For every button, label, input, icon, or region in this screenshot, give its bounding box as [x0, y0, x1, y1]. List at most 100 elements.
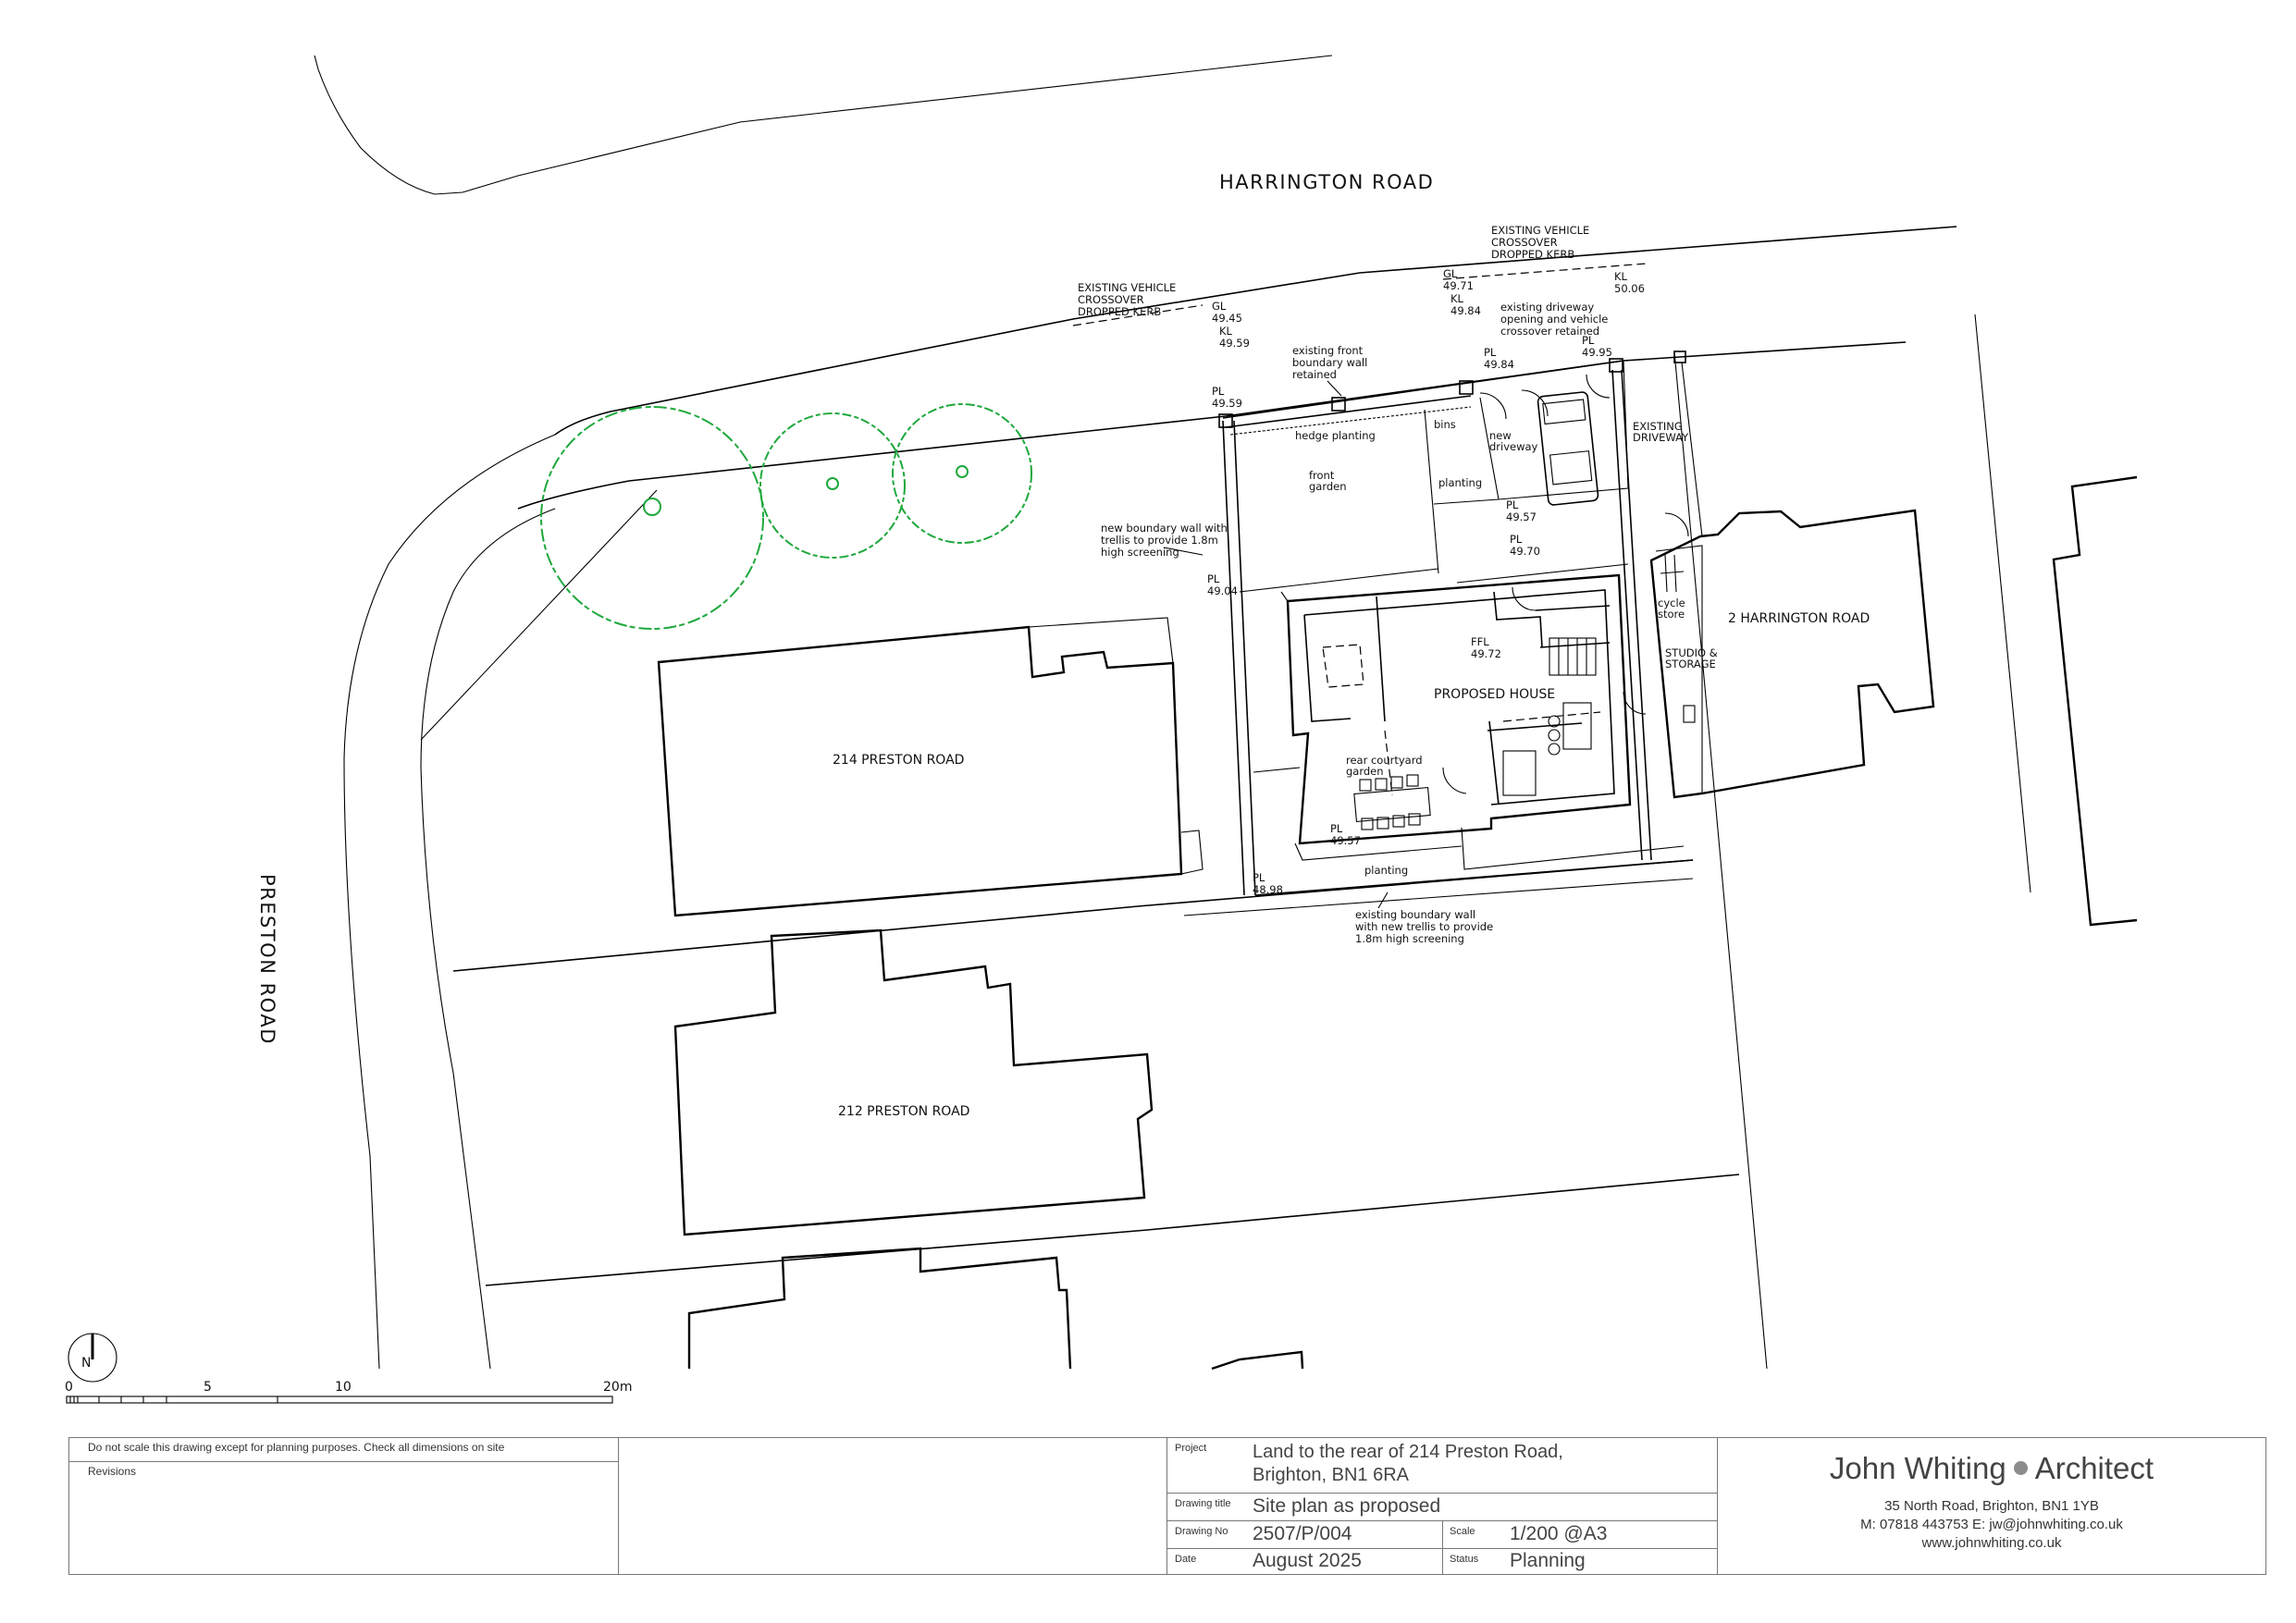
- note-existing-driveway: EXISTING DRIVEWAY: [1633, 420, 1689, 444]
- svg-text:EXISTING: EXISTING: [1633, 420, 1683, 433]
- svg-text:GL: GL: [1212, 300, 1227, 313]
- svg-text:PL: PL: [1484, 346, 1497, 359]
- project-value: Land to the rear of 214 Preston Road, Br…: [1253, 1441, 1563, 1487]
- building-212-preston: [673, 928, 1154, 1236]
- drawing-no-row: Drawing No 2507/P/004 Scale 1/200 @A3: [1167, 1521, 1717, 1549]
- label-212-preston: 212 PRESTON ROAD: [838, 1104, 969, 1119]
- status-label: Status: [1450, 1554, 1479, 1565]
- door-arc-7: [1442, 767, 1467, 794]
- scale-label: Scale: [1450, 1526, 1475, 1537]
- svg-text:1.8m high screening: 1.8m high screening: [1355, 932, 1464, 945]
- preston-road-kerb-west: [343, 434, 556, 1370]
- level-kl-49-59: KL 49.59: [1219, 325, 1250, 350]
- svg-text:GL: GL: [1443, 267, 1458, 280]
- svg-text:49.04: 49.04: [1207, 584, 1238, 597]
- hedge-planting-line: [1229, 406, 1472, 436]
- north-arrow-icon: N: [68, 1333, 117, 1383]
- road-label-preston: PRESTON ROAD: [256, 874, 278, 1045]
- existing-driveway-wall: [1611, 369, 1652, 861]
- svg-text:CROSSOVER: CROSSOVER: [1078, 293, 1144, 306]
- boundary-rear-2: [1183, 878, 1694, 916]
- date-value: August 2025: [1253, 1550, 1362, 1571]
- project-line-2: Brighton, BN1 6RA: [1253, 1465, 1409, 1485]
- note-existing-boundary: existing boundary wall with new trellis …: [1355, 891, 1493, 945]
- building-lower: [687, 1247, 1072, 1370]
- svg-text:DROPPED KERB: DROPPED KERB: [1491, 248, 1574, 261]
- svg-text:boundary wall: boundary wall: [1292, 356, 1367, 369]
- preston-road-kerb-east: [420, 508, 556, 1370]
- svg-text:49.59: 49.59: [1219, 337, 1250, 350]
- svg-text:DROPPED KERB: DROPPED KERB: [1078, 305, 1161, 318]
- building-214-step: [1180, 830, 1204, 875]
- title-block-blank: [618, 1437, 1167, 1575]
- note-crossover-right: EXISTING VEHICLE CROSSOVER DROPPED KERB: [1491, 224, 1589, 261]
- firm-website: www.johnwhiting.co.uk: [1921, 1535, 2062, 1551]
- note-new-driveway: new driveway: [1489, 429, 1538, 453]
- svg-text:driveway: driveway: [1489, 440, 1538, 453]
- label-2-harrington: 2 HARRINGTON ROAD: [1728, 611, 1870, 626]
- svg-text:high screening: high screening: [1101, 546, 1179, 559]
- scale-tick-5: 5: [204, 1380, 212, 1395]
- svg-text:PL: PL: [1510, 533, 1523, 546]
- svg-text:PL: PL: [1207, 572, 1220, 585]
- svg-text:49.72: 49.72: [1471, 647, 1501, 660]
- tree-large: [540, 406, 764, 630]
- drawing-no-value: 2507/P/004: [1253, 1523, 1352, 1544]
- svg-text:cycle: cycle: [1658, 596, 1685, 609]
- firm-address: 35 North Road, Brighton, BN1 1YB: [1884, 1498, 2099, 1514]
- proposed-house-outer: [1286, 573, 1632, 845]
- stool: [1548, 743, 1561, 756]
- building-214-annex: [1028, 617, 1174, 664]
- firm-name-first: John Whiting: [1829, 1451, 2006, 1485]
- status-value: Planning: [1510, 1550, 1586, 1571]
- road-kerb-south-outer: [554, 226, 1957, 436]
- road-label-harrington: HARRINGTON ROAD: [1219, 171, 1434, 193]
- svg-text:49.95: 49.95: [1582, 346, 1612, 359]
- project-label: Project: [1175, 1443, 1207, 1454]
- cycle-icon: [1660, 554, 1685, 593]
- boundary-rear: [452, 859, 1694, 972]
- svg-text:existing front: existing front: [1292, 344, 1364, 357]
- rear-zones: [1253, 591, 1685, 870]
- svg-text:STORAGE: STORAGE: [1665, 658, 1716, 670]
- pier-3: [1459, 380, 1474, 395]
- svg-text:opening and vehicle: opening and vehicle: [1500, 313, 1608, 326]
- road-kerb-south-dash1: [1072, 304, 1204, 326]
- note-hedge-planting: hedge planting: [1295, 429, 1376, 442]
- outdoor-dining-table-icon: [1353, 774, 1431, 830]
- pier-4: [1609, 358, 1623, 373]
- svg-text:49.57: 49.57: [1330, 834, 1361, 847]
- studio-fixture: [1683, 705, 1696, 723]
- note-rear-courtyard: rear courtyard garden: [1346, 754, 1423, 778]
- note-cycle-store: cycle store: [1658, 596, 1685, 621]
- drawing-title-row: Drawing title Site plan as proposed: [1167, 1494, 1717, 1521]
- scale-tick-20: 20m: [603, 1380, 632, 1395]
- note-driveway-opening: existing driveway opening and vehicle cr…: [1500, 301, 1608, 338]
- door-arc-4: [1664, 512, 1689, 537]
- stool: [1548, 729, 1561, 742]
- level-gl-49-45: GL 49.45: [1212, 300, 1242, 325]
- svg-text:existing boundary wall: existing boundary wall: [1355, 908, 1475, 921]
- drawing-note: Do not scale this drawing except for pla…: [69, 1438, 618, 1462]
- drawing-title-value: Site plan as proposed: [1253, 1495, 1441, 1517]
- firm-contact-block: 35 North Road, Brighton, BN1 1YB M: 0781…: [1718, 1497, 2265, 1553]
- title-block-notes: Do not scale this drawing except for pla…: [68, 1437, 619, 1575]
- svg-text:with new trellis to provide: with new trellis to provide: [1355, 920, 1493, 933]
- svg-text:EXISTING VEHICLE: EXISTING VEHICLE: [1491, 224, 1589, 237]
- note-new-boundary: new boundary wall with trellis to provid…: [1101, 522, 1228, 559]
- note-bins: bins: [1434, 418, 1456, 431]
- title-block-info: Project Land to the rear of 214 Preston …: [1167, 1437, 1718, 1575]
- level-ffl-49-72: FFL 49.72: [1471, 635, 1501, 660]
- front-garden-zone: [1239, 397, 1629, 593]
- cycle-store-wall: [1655, 545, 1703, 793]
- scale-tick-10: 10: [335, 1380, 352, 1395]
- pier-1: [1218, 413, 1233, 428]
- level-pl-49-57-front: PL 49.57: [1506, 498, 1537, 523]
- drawing-title-label: Drawing title: [1175, 1498, 1231, 1509]
- proposed-house-walls: [1376, 591, 1611, 805]
- svg-text:KL: KL: [1450, 292, 1464, 305]
- svg-text:garden: garden: [1346, 765, 1384, 778]
- pavement-line: [517, 341, 1907, 510]
- svg-text:new: new: [1489, 429, 1512, 442]
- door-arc-2: [1521, 389, 1549, 417]
